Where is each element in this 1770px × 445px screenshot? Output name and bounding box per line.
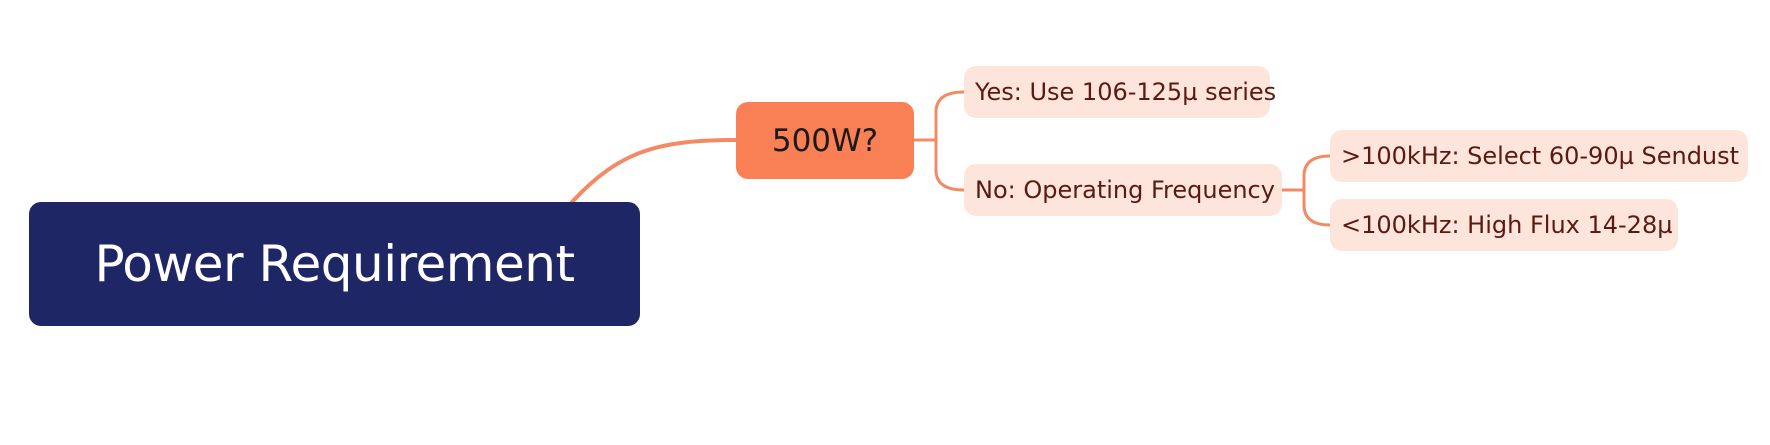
root-node-label: Power Requirement [94,235,575,293]
connector-decision-to-branches [912,90,966,192]
root-node-power-requirement[interactable]: Power Requirement [29,202,640,326]
branch-node-no-label: No: Operating Frequency [975,176,1275,204]
leaf-node-low-frequency[interactable]: <100kHz: High Flux 14-28µ [1330,199,1678,251]
leaf-node-low-frequency-label: <100kHz: High Flux 14-28µ [1341,211,1673,239]
branch-node-yes[interactable]: Yes: Use 106-125µ series [964,66,1276,118]
leaf-node-high-frequency[interactable]: >100kHz: Select 60-90µ Sendust [1330,130,1748,182]
branch-node-no[interactable]: No: Operating Frequency [964,164,1282,216]
decision-node-label: 500W? [771,122,879,159]
connector-no-to-frequency [1280,154,1332,227]
connector-root-to-decision [570,138,738,204]
branch-node-yes-label: Yes: Use 106-125µ series [975,78,1277,106]
decision-node-500w[interactable]: 500W? [736,102,914,179]
leaf-node-high-frequency-label: >100kHz: Select 60-90µ Sendust [1341,142,1740,170]
